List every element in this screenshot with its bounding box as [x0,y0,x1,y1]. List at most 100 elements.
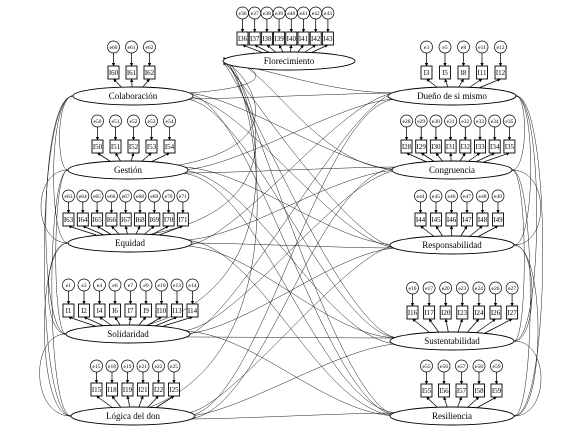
indicator-label: I58 [474,387,484,395]
covariance-arc [40,169,69,244]
loading-path [466,318,480,334]
error-label: e35 [505,119,513,125]
indicator-label: I29 [417,143,427,151]
covariance-arc [511,95,525,171]
indicator-label: I11 [477,69,487,77]
error-label: e16 [409,286,417,292]
indicator-label: I3 [424,69,430,77]
error-label: e23 [458,286,466,292]
loading-path [128,316,132,327]
error-label: e69 [150,194,158,200]
indicator-label: I56 [439,387,449,395]
indicator-label: I23 [458,309,468,317]
factor-label: Solidaridad [107,329,149,339]
error-label: e57 [458,364,466,370]
indicator-label: I44 [416,216,426,224]
loading-path [96,395,114,409]
factor-logi: e15I15e18I18e19I19e21I21e22I22e25I25Lógi… [70,359,196,426]
indicator-label: I34 [490,143,500,151]
indicator-label: I2 [81,307,87,315]
error-label: e64 [79,194,87,200]
indicator-label: I30 [431,143,441,151]
indicator-label: I42 [311,35,321,43]
loading-path [475,318,496,334]
indicator-label: I68 [135,216,145,224]
loading-path [426,78,439,89]
loading-path [68,225,97,236]
loading-path [113,78,123,89]
covariance-arc [513,244,533,342]
covariance-arc [178,172,400,414]
factor-label: Equidad [115,238,145,248]
factor-equi: e63I63e64I64e65I65e66I66e67I67e68I68e69I… [62,189,193,253]
error-label: e24 [475,286,483,292]
indicator-label: I50 [93,143,103,151]
loading-path [310,44,329,54]
covariance-arc [178,98,398,171]
factor-label: Resiliencia [432,411,472,421]
indicator-label: I19 [123,386,133,394]
loading-path [466,396,480,409]
covariance-arc [180,92,398,338]
latent-factor [387,86,517,106]
error-label: e61 [128,45,136,51]
indicator-label: I5 [442,69,448,77]
loading-path [143,225,155,236]
error-label: e52 [130,119,138,125]
covariance-arc [39,333,72,417]
covariance-arc [182,245,400,339]
error-label: e2 [81,283,86,289]
error-label: e54 [166,119,174,125]
indicator-label: I20 [441,309,451,317]
error-label: e70 [165,194,173,200]
factor-resp: e44I44e45I45e46I46e47I47e48I48e49I49Resp… [389,189,515,255]
loading-path [266,44,278,54]
loading-path [130,152,135,163]
indicator-label: I66 [107,216,117,224]
covariance-arc [185,244,400,414]
loading-path [303,44,316,54]
indicator-label: I60 [109,69,119,77]
loading-path [138,395,144,409]
error-label: e30 [432,119,440,125]
error-label: e15 [93,364,101,370]
error-label: e65 [93,194,101,200]
loading-path [456,396,462,409]
indicator-label: I53 [147,143,157,151]
loading-path [68,316,96,327]
error-label: e31 [447,119,455,125]
covariance-arc [185,412,400,420]
indicator-label: I16 [408,309,418,317]
indicator-label: I22 [154,386,164,394]
covariance-arc [513,95,543,417]
loading-path [114,316,122,327]
loading-path [457,318,463,334]
indicator-label: I70 [164,216,174,224]
indicator-label: I27 [507,309,517,317]
error-label: e46 [448,194,456,200]
error-label: e9 [143,283,148,289]
error-label: e68 [136,194,144,200]
loading-path [435,152,444,163]
factor-label: Sustentabilidad [424,336,480,346]
loading-path [124,225,129,236]
error-label: e66 [107,194,115,200]
latent-factor [70,406,196,426]
loading-path [146,316,162,327]
error-label: e26 [492,286,500,292]
indicator-label: I48 [478,216,488,224]
loading-path [426,396,439,409]
error-label: e50 [94,119,102,125]
error-label: e42 [312,11,320,17]
indicator-label: I4 [97,307,103,315]
loading-path [406,152,428,163]
error-label: e19 [124,364,132,370]
covariance-arc [44,242,72,417]
loading-path [468,78,483,89]
indicator-label: I21 [138,386,148,394]
loading-path [99,316,113,327]
indicator-label: I31 [446,143,456,151]
loading-path [141,78,150,89]
